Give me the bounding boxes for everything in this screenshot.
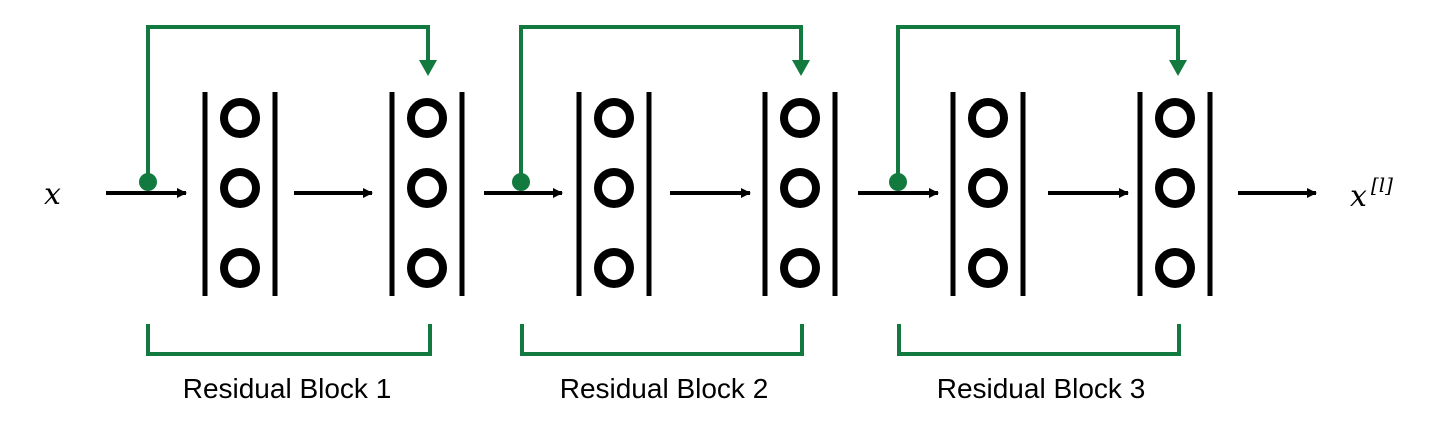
skip-arrowhead [419, 60, 437, 76]
skip-connections-group [139, 25, 1187, 191]
neuron-node [407, 98, 447, 138]
neuron-node [968, 248, 1008, 288]
block-1-bracket [146, 324, 432, 356]
neuron-layer-5 [950, 92, 1026, 296]
neuron-layer-3 [576, 92, 652, 296]
block-2-group: Residual Block 2 [520, 324, 804, 404]
block-2-bracket [520, 324, 804, 356]
neuron-node [594, 248, 634, 288]
block-3-label: Residual Block 3 [937, 373, 1146, 404]
neuron-node [407, 248, 447, 288]
neuron-node [220, 98, 260, 138]
neuron-node [1155, 168, 1195, 208]
skip-connection-3 [889, 25, 1187, 191]
neuron-node [594, 98, 634, 138]
neuron-node [1155, 248, 1195, 288]
skip-junction-dot [889, 173, 907, 191]
neuron-node [1155, 98, 1195, 138]
block-1-label: Residual Block 1 [183, 373, 392, 404]
skip-junction-dot [512, 173, 530, 191]
output-label: x [l] [1350, 173, 1393, 214]
input-label: x [44, 177, 61, 212]
skip-connection-2 [512, 25, 810, 191]
neuron-node [968, 98, 1008, 138]
output-label-superscript: [l] [1371, 173, 1393, 197]
skip-junction-dot [139, 173, 157, 191]
skip-path [519, 25, 803, 182]
neuron-node [594, 168, 634, 208]
block-2-label: Residual Block 2 [560, 373, 769, 404]
neuron-layer-4 [762, 92, 838, 296]
neuron-node [220, 168, 260, 208]
neuron-node [220, 248, 260, 288]
skip-connection-1 [139, 25, 437, 191]
neuron-node [968, 168, 1008, 208]
neuron-layer-2 [389, 92, 465, 296]
skip-path [146, 25, 430, 182]
neuron-node [780, 248, 820, 288]
block-3-group: Residual Block 3 [897, 324, 1181, 404]
block-1-group: Residual Block 1 [146, 324, 432, 404]
neuron-node [780, 168, 820, 208]
skip-arrowhead [792, 60, 810, 76]
neuron-layer-6 [1137, 92, 1213, 296]
neuron-node [780, 98, 820, 138]
output-label-base: x [1350, 179, 1367, 214]
skip-path [896, 25, 1180, 182]
skip-arrowhead [1169, 60, 1187, 76]
neuron-layer-1 [202, 92, 278, 296]
block-3-bracket [897, 324, 1181, 356]
neuron-node [407, 168, 447, 208]
layers-group [202, 92, 1213, 296]
